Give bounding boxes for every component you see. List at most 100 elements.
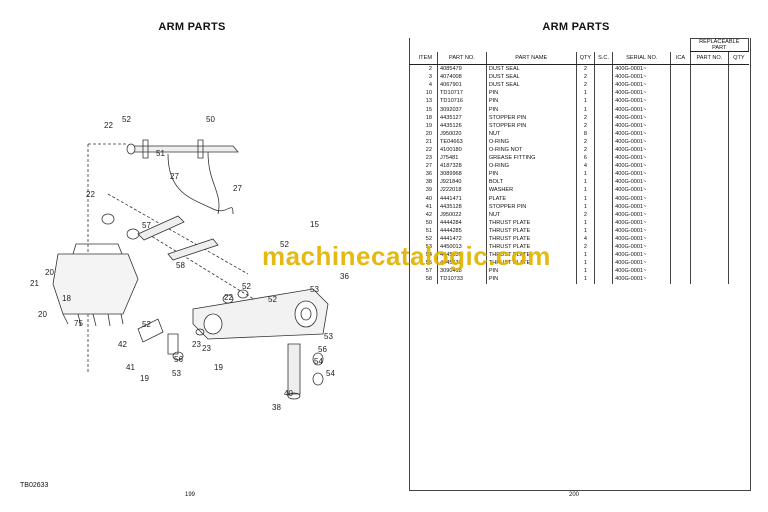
- cell-item: 50: [425, 219, 432, 226]
- cell-qty: 4: [575, 234, 595, 244]
- cell-part-name: BOLT: [485, 178, 577, 187]
- cell-part-name: PIN: [485, 89, 577, 98]
- svg-text:52: 52: [122, 115, 131, 124]
- cell-sc: [594, 178, 613, 187]
- svg-text:51: 51: [156, 149, 165, 158]
- svg-text:50: 50: [206, 115, 215, 124]
- cell-part-name: PLATE: [485, 194, 577, 203]
- cell-sc: [594, 186, 613, 195]
- cell-replaceable-part-no: [689, 243, 729, 252]
- cell-sc: [594, 210, 613, 219]
- cell-ica: [670, 97, 691, 106]
- cell-qty: 1: [575, 194, 595, 203]
- cell-replaceable-part-no: [689, 89, 729, 98]
- cell-ica: [670, 202, 691, 211]
- cell-qty: 1: [575, 251, 595, 260]
- cell-ica: [670, 210, 691, 219]
- cell-ica: [670, 218, 691, 227]
- cell-replaceable-qty: [728, 234, 749, 244]
- cell-replaceable-part-no: [689, 202, 729, 211]
- cell-part-no: 4074008: [437, 73, 487, 82]
- cell-part-name: THRUST PLATE: [485, 243, 577, 252]
- cell-replaceable-qty: [728, 178, 749, 187]
- cell-qty: 1: [575, 170, 595, 179]
- cell-part-no: 4435128: [437, 202, 487, 211]
- cell-part-name: PIN: [485, 275, 577, 284]
- cell-sc: [594, 129, 613, 138]
- cell-replaceable-qty: [728, 73, 749, 82]
- cell-item: 13: [425, 98, 432, 105]
- svg-text:56: 56: [318, 345, 327, 354]
- cell-sc: [594, 162, 613, 171]
- cell-ica: [670, 259, 691, 268]
- cell-sc: [594, 194, 613, 203]
- cell-part-no: 4100180: [437, 145, 487, 155]
- cell-qty: 2: [575, 210, 595, 219]
- cell-part-name: STOPPER PIN: [485, 202, 577, 211]
- cell-item: 57: [425, 268, 432, 275]
- svg-text:53: 53: [324, 332, 333, 341]
- cell-replaceable-part-no: [689, 194, 729, 203]
- cell-item: 23: [425, 155, 432, 162]
- cell-replaceable-qty: [728, 210, 749, 219]
- cell-serial-no: 400G-0001~: [612, 170, 671, 179]
- cell-replaceable-part-no: [689, 259, 729, 268]
- cell-qty: 8: [575, 129, 595, 138]
- svg-text:40: 40: [284, 389, 293, 398]
- cell-item: 58: [425, 276, 432, 283]
- cell-serial-no: 400G-0001~: [612, 121, 671, 130]
- cell-part-no: 3089968: [437, 170, 487, 179]
- svg-text:52: 52: [268, 295, 277, 304]
- cell-item: 19: [425, 122, 432, 129]
- cell-part-no: 4450013: [437, 243, 487, 252]
- cell-qty: 1: [575, 267, 595, 276]
- cell-replaceable-qty: [728, 97, 749, 106]
- cell-ica: [670, 145, 691, 155]
- cell-part-no: 4441472: [437, 234, 487, 244]
- cell-ica: [670, 129, 691, 138]
- replaceable-part-header: REPLACEABLE PART: [689, 38, 750, 52]
- cell-part-no: TE04663: [437, 137, 487, 146]
- cell-replaceable-qty: [728, 186, 749, 195]
- cell-part-no: J921840: [437, 178, 487, 187]
- col-replaceable-qty: QTY: [728, 51, 749, 65]
- svg-text:20: 20: [45, 268, 54, 277]
- right-page: ARM PARTS REPLACEABLE PART ITEM PART NO.…: [384, 0, 768, 512]
- svg-text:53: 53: [310, 285, 319, 294]
- cell-serial-no: 400G-0001~: [612, 267, 671, 276]
- cell-sc: [594, 218, 613, 227]
- cell-replaceable-part-no: [689, 121, 729, 130]
- svg-text:18: 18: [62, 294, 71, 303]
- cell-part-name: GREASE FITTING: [485, 154, 577, 163]
- cell-item: 10: [425, 90, 432, 97]
- cell-qty: 1: [575, 97, 595, 106]
- cell-part-name: THRUST PLATE: [485, 251, 577, 260]
- svg-text:19: 19: [140, 374, 149, 383]
- cell-sc: [594, 145, 613, 155]
- cell-part-name: DUST SEAL: [485, 64, 577, 74]
- col-part-no: PART NO.: [437, 51, 487, 65]
- cell-replaceable-part-no: [689, 105, 729, 114]
- cell-ica: [670, 186, 691, 195]
- svg-text:23: 23: [192, 340, 201, 349]
- cell-ica: [670, 113, 691, 122]
- cell-serial-no: 400G-0001~: [612, 162, 671, 171]
- left-page: ARM PARTS: [20, 21, 349, 498]
- cell-part-no: 3092037: [437, 105, 487, 114]
- svg-text:75: 75: [74, 319, 83, 328]
- cell-replaceable-part-no: [689, 81, 729, 90]
- cell-replaceable-qty: [728, 105, 749, 114]
- cell-item: 18: [425, 114, 432, 121]
- cell-replaceable-part-no: [689, 186, 729, 195]
- cell-sc: [594, 137, 613, 146]
- cell-ica: [670, 64, 691, 74]
